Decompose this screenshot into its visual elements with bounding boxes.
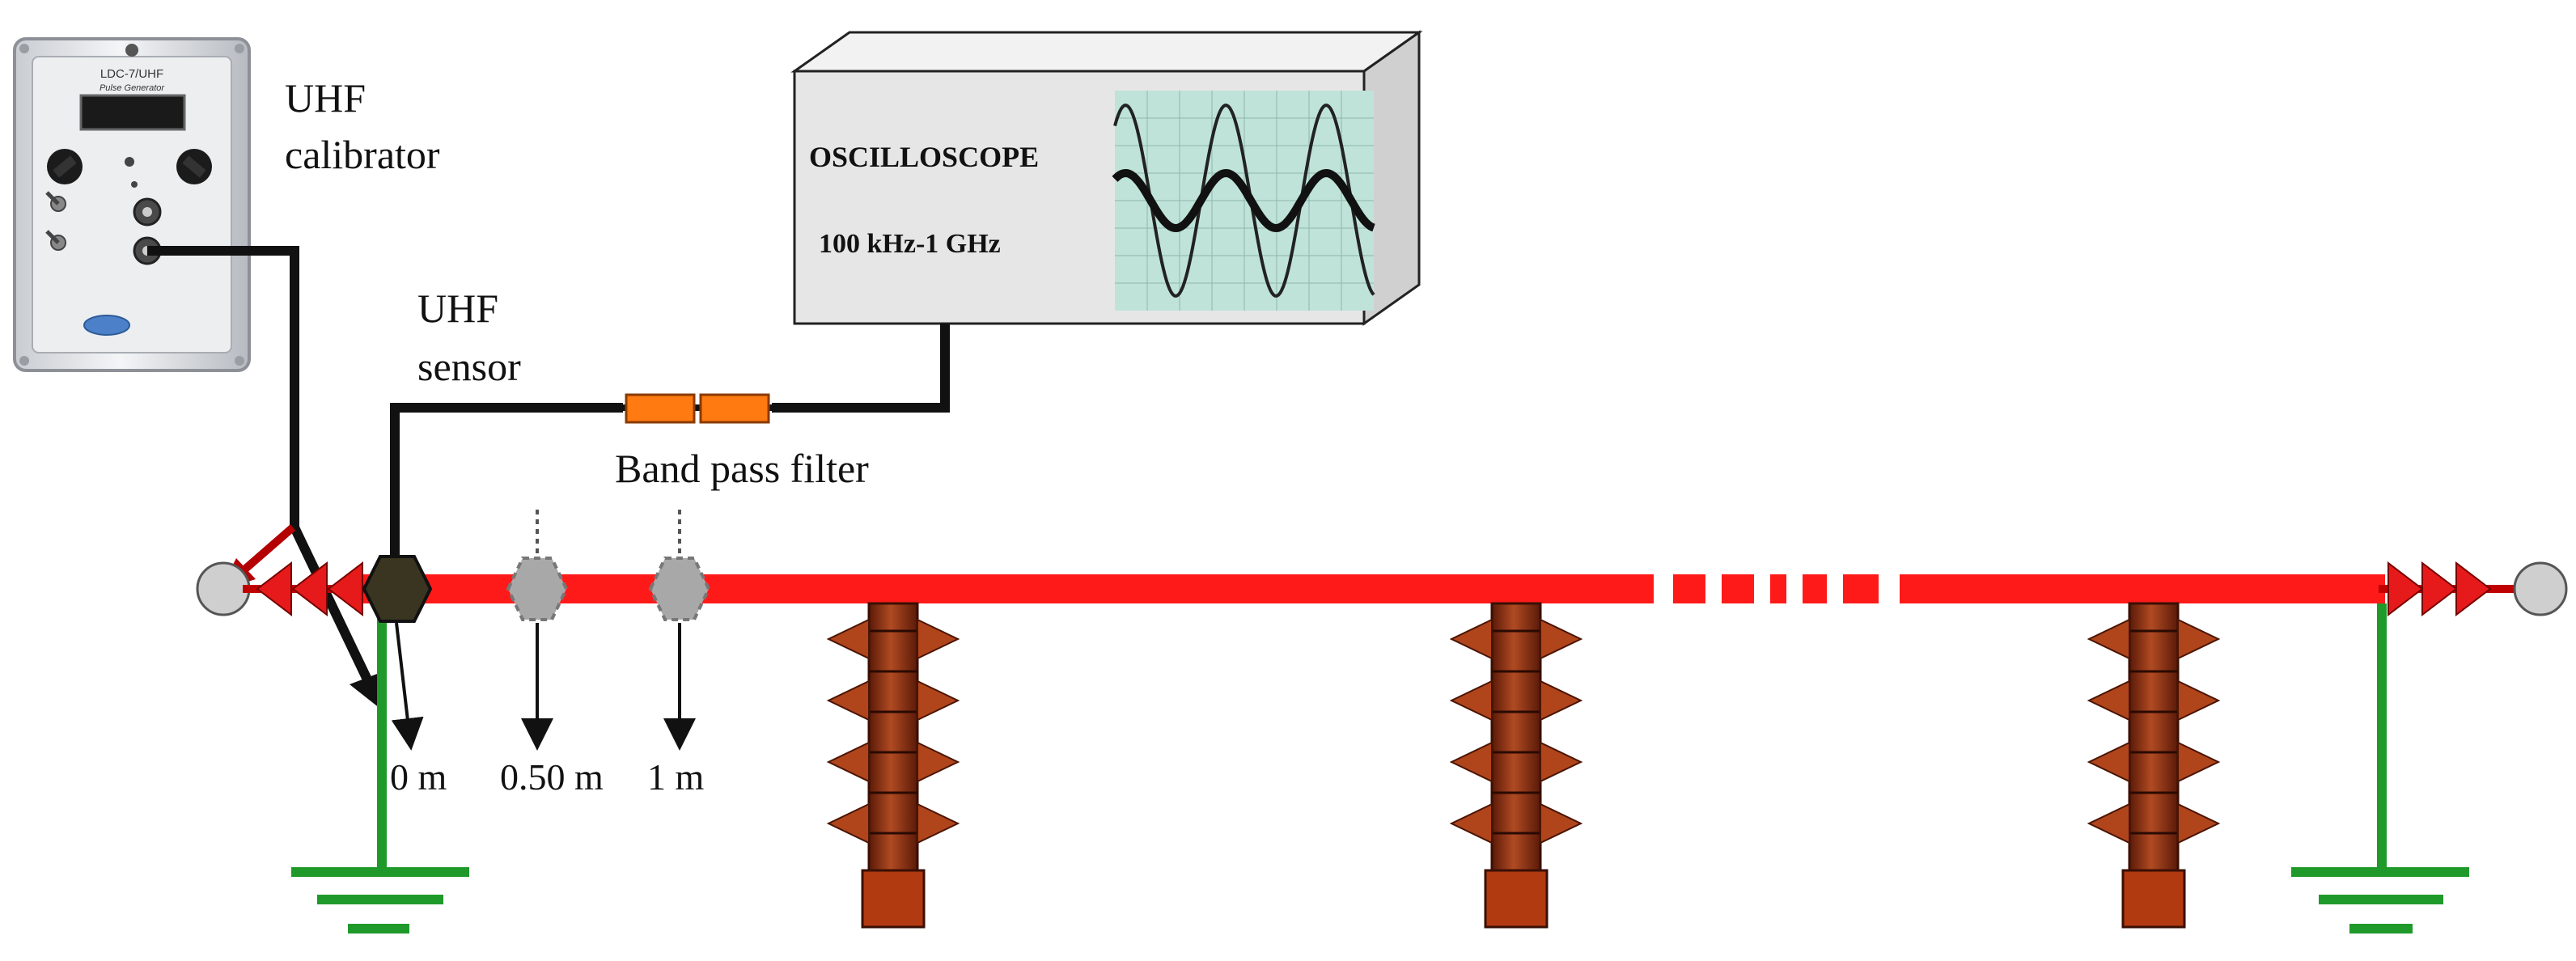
calibrator-connector [133, 197, 162, 226]
uhf-calibrator-device: LDC-7/UHF Pulse Generator [13, 37, 251, 372]
oscilloscope-cable [772, 324, 950, 413]
calibrator-display [79, 94, 186, 131]
insulator-3 [2087, 602, 2221, 929]
sensor-position-050m [506, 510, 569, 621]
calibrator-label-line1: UHF [285, 75, 366, 121]
insulator-2 [1449, 602, 1583, 929]
sensor-position-1m [648, 510, 711, 621]
calibrator-logo [83, 315, 130, 336]
position-label-1m: 1 m [647, 756, 705, 798]
band-pass-filter [623, 393, 772, 424]
injection-arrow-line [239, 524, 296, 574]
ground-left [291, 615, 469, 933]
insulator-1 [826, 602, 960, 929]
sensor-label-line2: sensor [417, 344, 521, 389]
oscilloscope-range: 100 kHz-1 GHz [819, 229, 1001, 259]
oscilloscope: OSCILLOSCOPE 100 kHz-1 GHz [790, 30, 1423, 326]
calibrator-label-line2: calibrator [285, 132, 440, 177]
calibrator-toggle-switch [45, 191, 66, 212]
sensor-label-line1: UHF [417, 286, 498, 331]
calibrator-range-knob [47, 149, 83, 184]
calibrator-model-text: LDC-7/UHF [100, 67, 163, 81]
uhf-sensor [362, 555, 433, 623]
calibrator-toggle-switch [45, 230, 66, 251]
sensor-cable [390, 403, 623, 560]
position-label-050m: 0.50 m [500, 756, 604, 798]
position-label-0m: 0 m [390, 756, 447, 798]
oscilloscope-waveform-large [1113, 104, 1375, 298]
calibrator-subtitle-text: Pulse Generator [100, 83, 165, 93]
right-termination [2379, 561, 2568, 617]
oscilloscope-title: OSCILLOSCOPE [809, 141, 1039, 173]
position-arrow-0m [391, 622, 424, 751]
calibrator-cable [147, 246, 372, 682]
left-termination [196, 561, 372, 617]
ground-right [2291, 603, 2469, 933]
calibrator-cable-arrowhead [350, 671, 383, 709]
oscilloscope-waveform-small [1112, 168, 1375, 233]
calibrator-adjust-knob [176, 149, 212, 184]
band-pass-filter-label: Band pass filter [615, 446, 869, 491]
